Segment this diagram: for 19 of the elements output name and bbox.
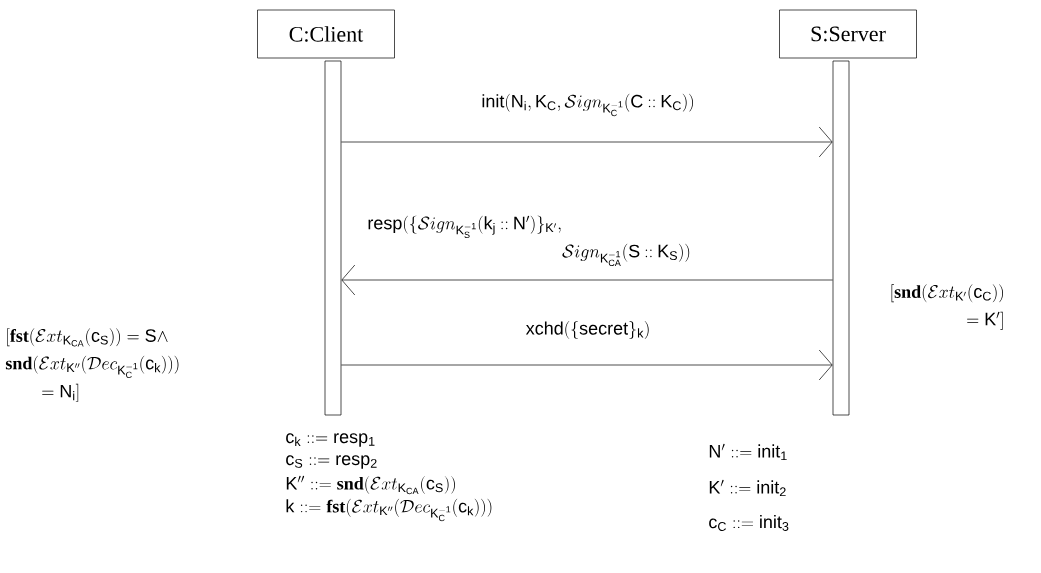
message-arrow xyxy=(341,349,833,381)
message-arrow xyxy=(341,126,833,158)
guard-condition: $\begin{array}{@{}r@{}}[\mathbf{snd}(\mathcal{E}xt_{\mathsf{K'}}(\mathsf{c_C})) \\ {} = \mathsf{K'}]\end{array}$ xyxy=(891,284,1003,330)
assignment-formula: $\mathsf{c_S} \mathrel{::=} \mathsf{resp_2}$ xyxy=(286,455,377,469)
assignment-formula: $\mathsf{k} \mathrel{::=} \mathbf{fst}(\mathcal{E}xt_{\mathsf{K''}}(\mathcal{D}ec_{\mathsf{K_C^{-1}}}(\mathsf{c_k})))$ xyxy=(286,498,492,522)
assignment-formula: $\mathsf{c_C} \mathrel{::=} \mathsf{init_3}$ xyxy=(709,515,789,531)
message-label: $\begin{array}{@{}l@{}l@{}}\mathsf{resp}\big(\{\mathcal{S}ign_{\mathsf{K_S^{-1}}}(\mathsf{k_j} \mathbin{::} \mathsf{N'})\}_{\mathsf{K'}}, & \\ & \mathcal{S}ign_{\mathsf{K_{CA}^{-1}}}(\mathsf{S} \mathbin{::} \mathsf{K_S})\big)\end{array}$ xyxy=(368,215,690,267)
assignment-formula: $\mathsf{K'} \mathrel{::=} \mathsf{init_2}$ xyxy=(709,479,786,497)
guard-condition: $\begin{array}{@{}l@{}}[\mathbf{fst}(\mathcal{E}xt_{\mathsf{K_{CA}}}(\mathsf{c_S})) = \mathsf{S} \wedge \\ \mathbf{snd}(\mathcal{E}xt_{\mathsf{K''}}(\mathcal{D}ec_{\mathsf{K_C^{-1}}}(\mathsf{c_k}))) \\ \qquad = \mathsf{N_i}]\end{array}$ xyxy=(5,328,179,402)
message-label: $\mathsf{xchd}(\{\mathsf{secret}\}_{\mathsf{k}})$ xyxy=(525,321,649,339)
message-arrow xyxy=(341,264,833,296)
message-label: $\mathsf{init}(\mathsf{N_i}, \mathsf{K_C}, \mathcal{S}ign_{\mathsf{K_C^{-1}}}(\mathsf{C} \mathbin{::} \mathsf{K_C}))$ xyxy=(482,93,693,117)
assignment-formula: $\mathsf{N'} \mathrel{::=} \mathsf{init_1}$ xyxy=(709,443,787,461)
activation-bar xyxy=(832,60,850,416)
assignment-formula: $\mathsf{K''} \mathrel{::=} \mathbf{snd}(\mathcal{E}xt_{\mathsf{K_{CA}}}(\mathsf{c_S}))$ xyxy=(286,475,455,495)
lifeline-box: C:Client xyxy=(257,9,395,59)
lifeline-box: S:Server xyxy=(779,9,917,59)
activation-bar xyxy=(324,60,342,416)
assignment-formula: $\mathsf{c_k} \mathrel{::=} \mathsf{resp_1}$ xyxy=(286,433,375,447)
